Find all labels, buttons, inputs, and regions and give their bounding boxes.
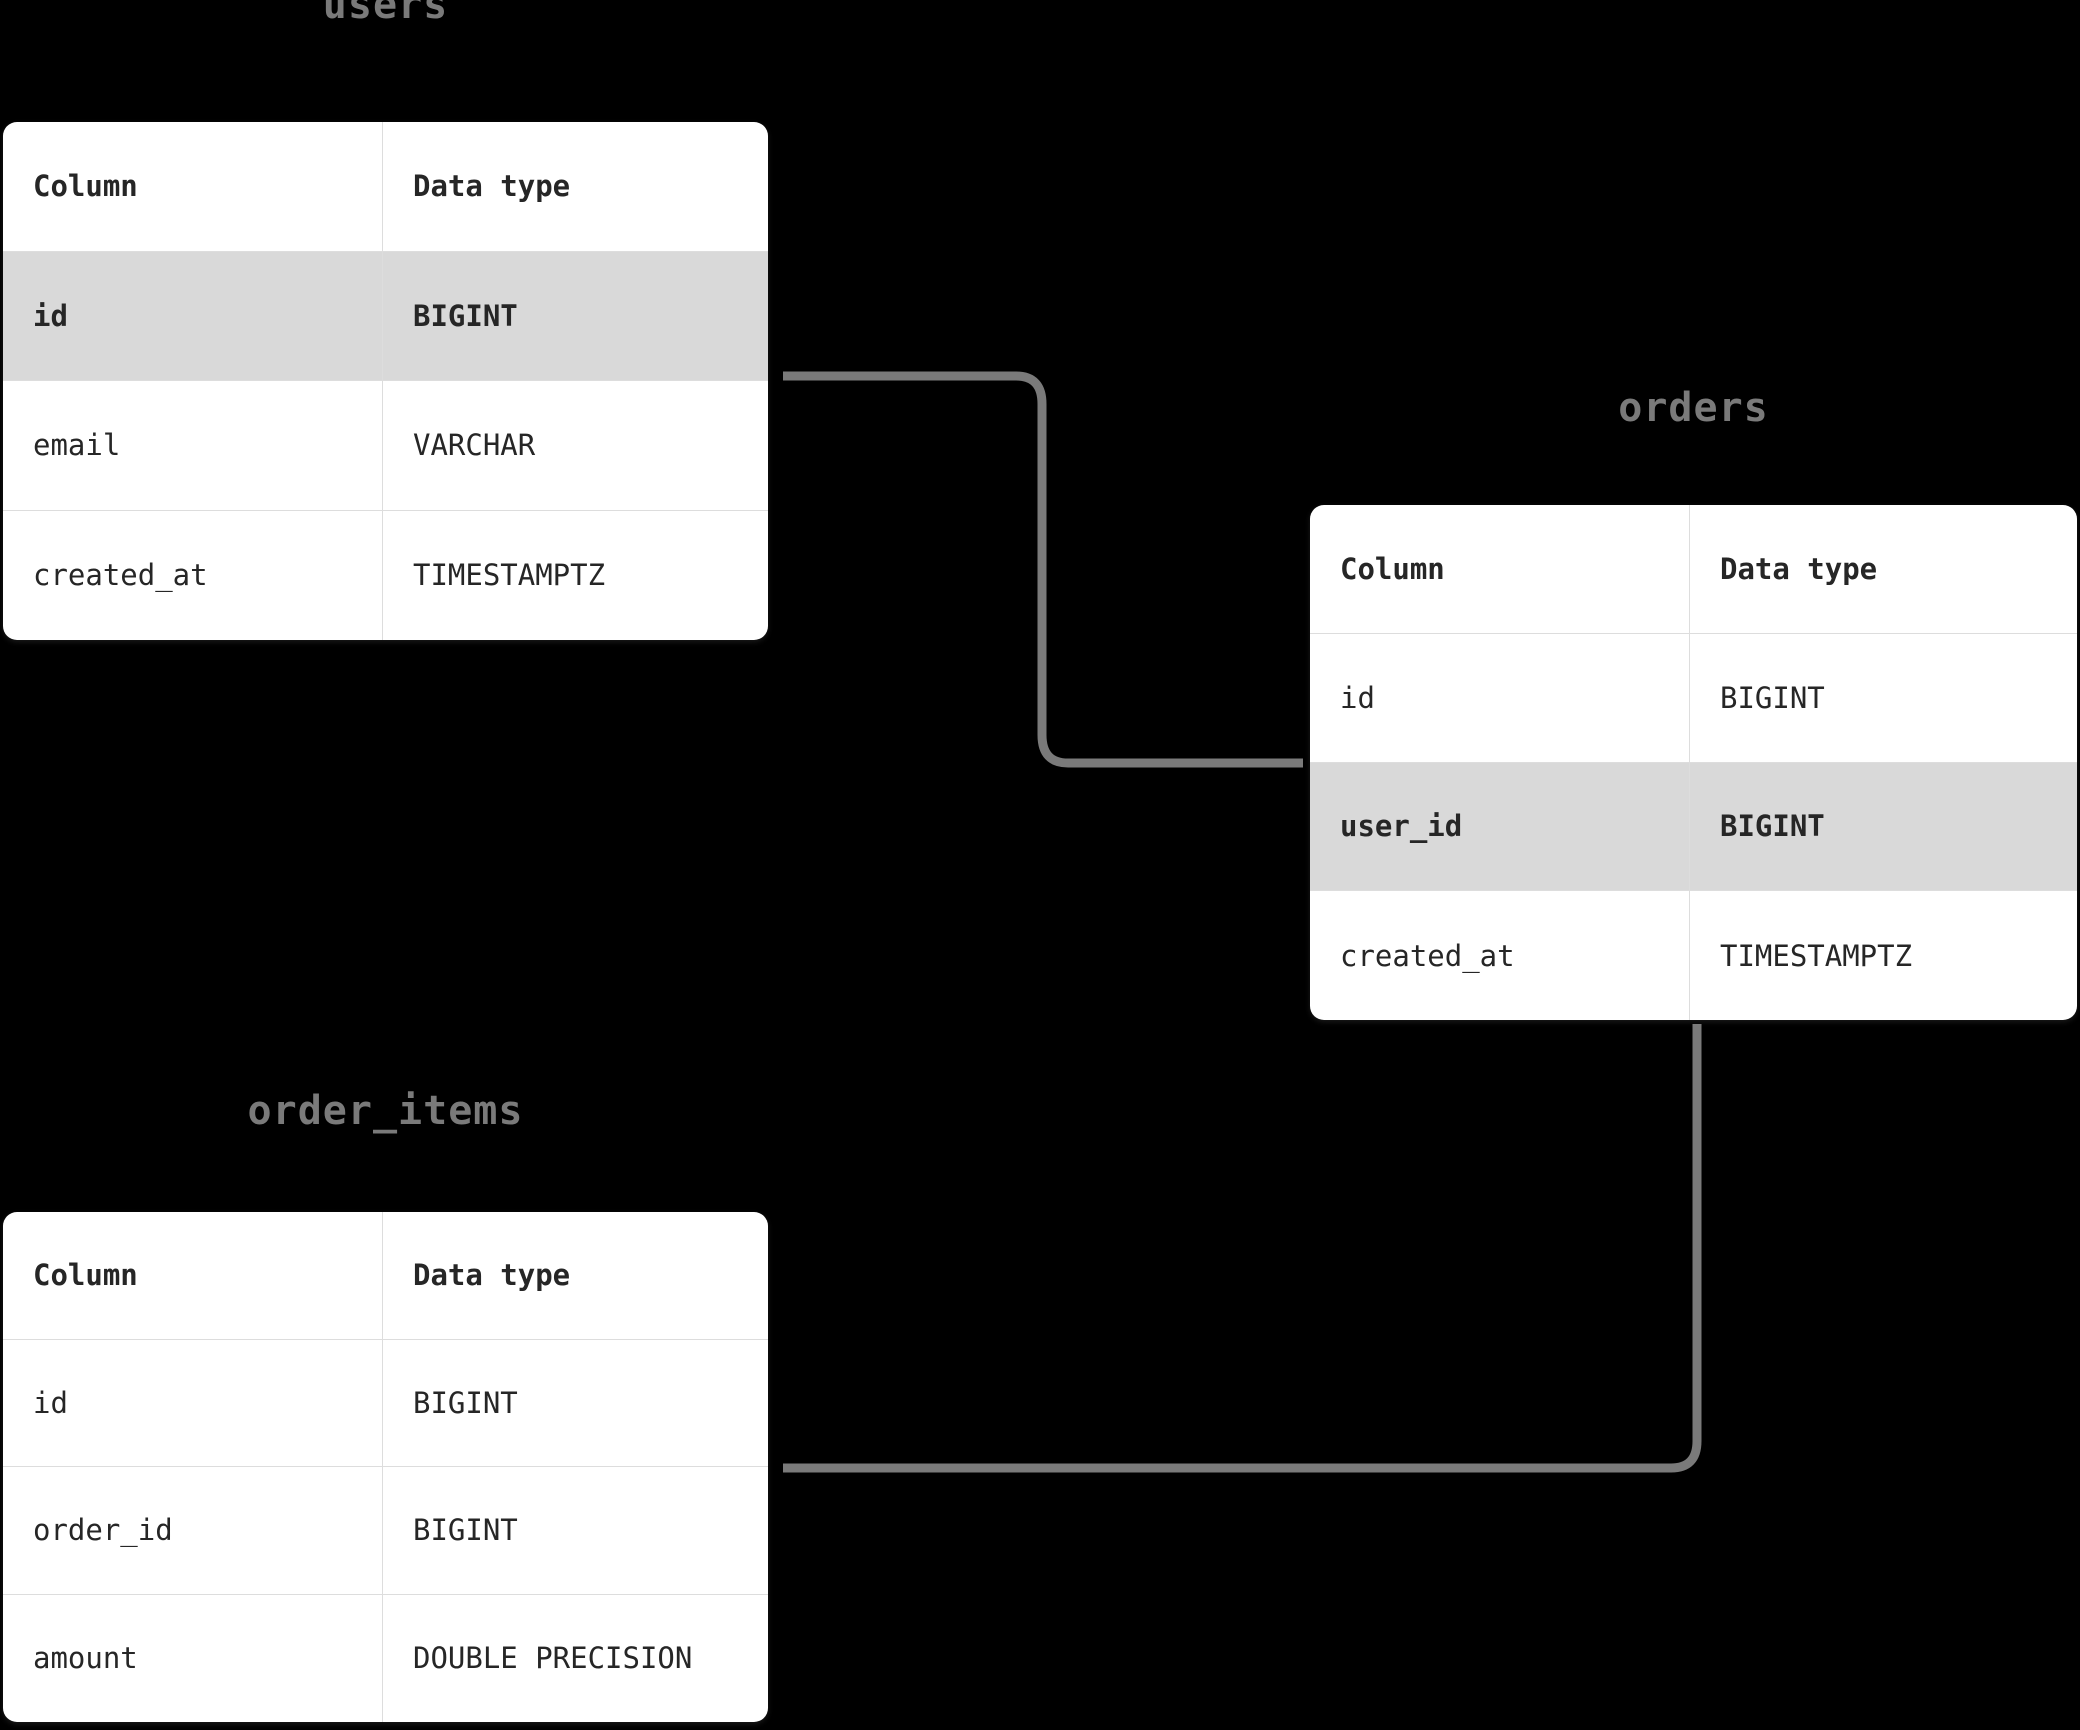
table-row[interactable]: created_at TIMESTAMPTZ [3,510,768,640]
header-column-name: Column [1310,505,1690,633]
header-column-type: Data type [413,169,571,204]
cell-data-type: TIMESTAMPTZ [1720,938,1913,973]
table-title-users: users [322,0,449,28]
cell-column-name: user_id [1310,762,1690,891]
cell-column-name: amount [3,1594,383,1722]
header-column-type: Data type [413,1258,571,1293]
cell-data-type: TIMESTAMPTZ [413,558,606,593]
cell-data-type: BIGINT [413,1385,518,1420]
cell-column-name: created_at [1310,891,1690,1020]
cell-data-type: VARCHAR [413,428,536,463]
cell-data-type: BIGINT [413,298,518,333]
cell-column-name: id [3,251,383,380]
cell-data-type: BIGINT [1720,809,1825,844]
table-row[interactable]: amount DOUBLE PRECISION [3,1594,768,1722]
table-header-row: Column Data type [1310,505,2077,634]
header-column-name: Column [3,122,383,251]
table-title-order_items: order_items [247,1088,524,1134]
relationship-line-users-id-to-orders-user-id [783,371,1303,768]
header-column-type: Data type [1720,551,1878,586]
cell-column-name: id [3,1339,383,1466]
table-row[interactable]: id BIGINT [3,251,768,381]
relationship-line-orders-id-to-order-items-order-id [783,1024,1702,1473]
cell-data-type: BIGINT [1720,680,1825,715]
table-header-row: Column Data type [3,122,768,252]
table-row[interactable]: id BIGINT [3,1339,768,1467]
table-card-users[interactable]: Column Data type id BIGINT email VARCHAR creat… [3,122,768,640]
cell-data-type: BIGINT [413,1513,518,1548]
header-column-name: Column [3,1212,383,1339]
table-row[interactable]: id BIGINT [1310,633,2077,763]
table-header-row: Column Data type [3,1212,768,1340]
table-row[interactable]: order_id BIGINT [3,1467,768,1595]
table-title-orders: orders [1618,385,1769,431]
cell-column-name: id [1310,633,1690,762]
table-row[interactable]: user_id BIGINT [1310,762,2077,892]
cell-column-name: order_id [3,1467,383,1594]
cell-column-name: created_at [3,510,383,640]
table-row[interactable]: email VARCHAR [3,381,768,511]
cell-column-name: email [3,381,383,510]
cell-data-type: DOUBLE PRECISION [413,1641,693,1676]
table-row[interactable]: created_at TIMESTAMPTZ [1310,891,2077,1020]
